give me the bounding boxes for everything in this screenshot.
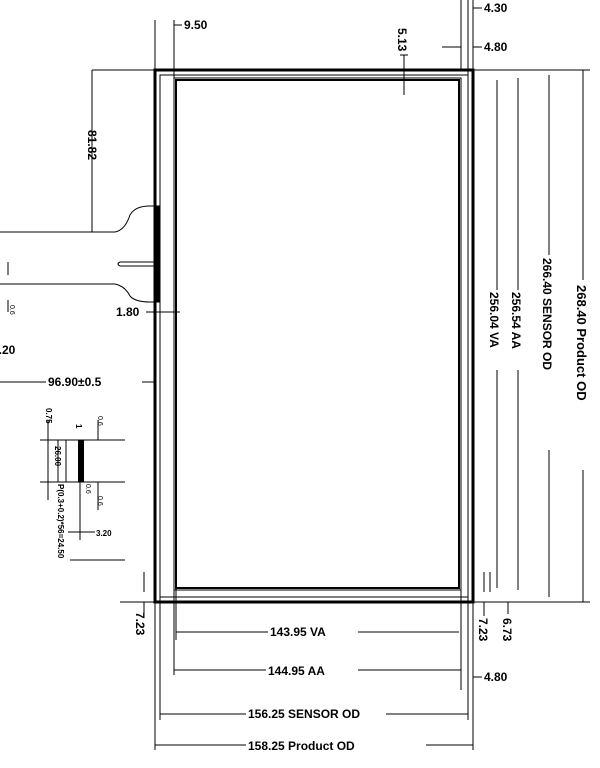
dim-d-3-20: 3.20 — [96, 529, 112, 538]
dim-268-40: 268.40 Product OD — [574, 285, 589, 401]
dim-268-bg — [574, 280, 594, 470]
dim-143-95: 143.95 VA — [270, 625, 326, 639]
dim-144-95-bg — [266, 662, 358, 677]
dim-256-04-bg — [488, 290, 506, 370]
aa-outline — [173, 77, 462, 591]
dim-1-80: 1.80 — [116, 305, 140, 319]
dim-d-pitch: P(0.3+0.2)*56=24.50 — [56, 484, 65, 559]
dim-158-25-bg — [246, 737, 426, 752]
dim-7-23-left: 7.23 — [133, 612, 147, 636]
detail-view: 0.75 1 0.6 26.00 0.6 P(0.3+0.2)*56=24.50… — [40, 408, 125, 561]
va-outline — [175, 79, 460, 589]
fpc-slot-end — [117, 261, 121, 267]
dim-156-25-bg — [246, 706, 386, 721]
dim-4-30: 4.30 — [484, 1, 508, 15]
dim-96-90-bg — [46, 374, 142, 388]
dim-81-82: 81.82 — [85, 130, 99, 160]
dim-3-20-left: 3.20 — [0, 343, 16, 357]
dim-d-0-75: 0.75 — [44, 408, 53, 424]
dim-5-13: 5.13 — [395, 28, 409, 52]
fpc-tail-bottom — [0, 283, 160, 303]
dim-266-40: 266.40 SENSOR OD — [540, 258, 554, 370]
dim-96-90: 96.90±0.5 — [48, 375, 102, 389]
fpc-tail-top — [0, 205, 160, 233]
dim-256-54: 256.54 AA — [509, 292, 523, 349]
dim-158-25: 158.25 Product OD — [248, 739, 355, 753]
dim-143-95-bg — [268, 624, 358, 639]
detail-pin — [78, 440, 84, 482]
dim-d-0-6b: 0.6 — [96, 496, 103, 506]
dim-156-25: 156.25 SENSOR OD — [248, 707, 360, 721]
fpc-slot — [120, 261, 158, 267]
dim-d-26-00: 26.00 — [53, 446, 62, 467]
product-outline — [153, 68, 475, 604]
dim-266-bg — [540, 255, 560, 450]
dim-256-54-bg — [510, 290, 528, 370]
dim-256-04: 256.04 VA — [487, 292, 501, 348]
dim-9-50: 9.50 — [184, 18, 208, 32]
dim-7-23-right: 7.23 — [476, 618, 490, 642]
dim-4-80-bottom: 4.80 — [484, 670, 508, 684]
dim-d-1: 1 — [74, 424, 83, 429]
dim-0-6-left: 0.6 — [8, 305, 15, 315]
dim-d-0-6c: 0.6 — [84, 484, 91, 494]
sensor-outline — [159, 74, 469, 598]
dim-144-95: 144.95 AA — [268, 664, 325, 678]
dim-6-73: 6.73 — [500, 618, 514, 642]
fpc-connector — [155, 206, 160, 302]
dim-d-0-6a: 0.6 — [96, 416, 103, 426]
dim-4-80: 4.80 — [484, 40, 508, 54]
